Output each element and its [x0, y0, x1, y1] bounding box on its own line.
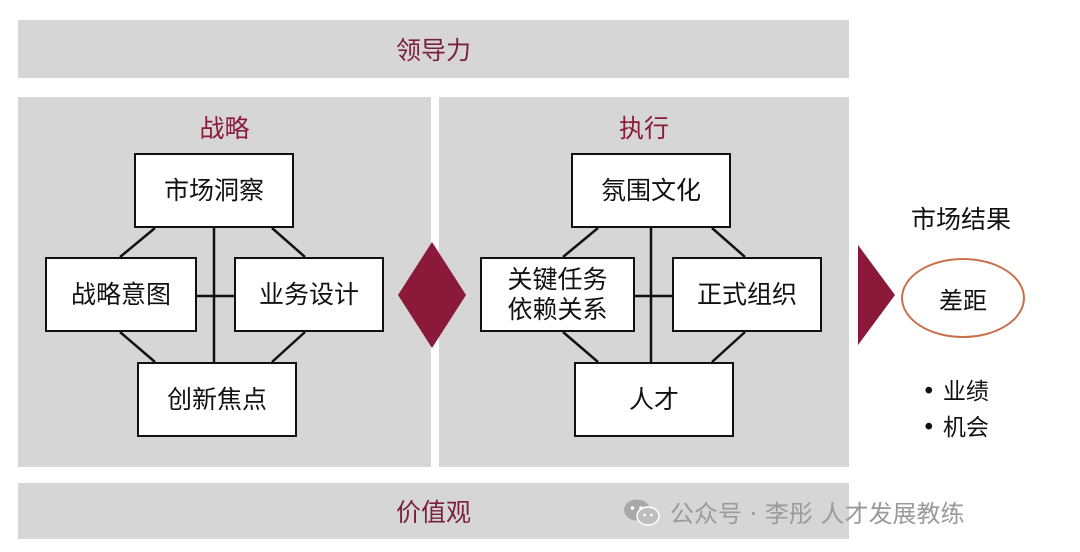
values-label: 价值观: [395, 498, 471, 527]
strategy-title: 战略: [199, 114, 250, 143]
strategic-intent-box: 战略意图: [45, 257, 197, 332]
formal-organization-box: 正式组织: [672, 257, 822, 332]
business-design-box: 业务设计: [234, 257, 384, 332]
business-design-label: 业务设计: [258, 279, 359, 309]
watermark: 公众号 · 李彤 人才发展教练: [622, 494, 965, 529]
execution-line-br: [711, 331, 746, 363]
market-insight-label: 市场洞察: [163, 175, 264, 205]
execution-line-tr: [711, 227, 746, 258]
strategy-line-tr: [271, 227, 306, 258]
talent-box: 人才: [574, 362, 734, 437]
climate-culture-box: 氛围文化: [571, 153, 731, 228]
strategic-intent-label: 战略意图: [70, 279, 171, 309]
watermark-text: 公众号 · 李彤 人才发展教练: [670, 500, 965, 528]
result-arrow: [858, 245, 895, 345]
leadership-band: 领导力: [18, 20, 849, 78]
wechat-icon: [624, 499, 660, 526]
strategy-line-tl: [119, 227, 156, 258]
execution-title: 执行: [618, 114, 669, 143]
bullet-opportunity: • 机会: [922, 415, 989, 441]
innovation-focus-box: 创新焦点: [137, 362, 297, 437]
market-result-title: 市场结果: [911, 205, 1012, 234]
connector-diamond: [398, 242, 466, 348]
critical-tasks-label-line1: 关键任务: [507, 264, 608, 294]
strategy-line-bl: [119, 331, 156, 363]
formal-organization-label: 正式组织: [696, 279, 797, 309]
bullet-performance: • 业绩: [922, 379, 989, 405]
execution-line-tl: [562, 227, 599, 258]
critical-tasks-box: 关键任务 依赖关系: [480, 257, 635, 332]
climate-culture-label: 氛围文化: [600, 175, 701, 205]
gap-oval: 差距: [901, 258, 1025, 338]
leadership-label: 领导力: [395, 36, 471, 65]
gap-label: 差距: [939, 286, 987, 315]
talent-label: 人才: [628, 384, 679, 414]
critical-tasks-label-line2: 依赖关系: [507, 294, 608, 324]
innovation-focus-label: 创新焦点: [166, 384, 267, 414]
values-band: 价值观: [18, 483, 849, 539]
strategy-line-br: [271, 331, 306, 363]
execution-line-bl: [562, 331, 599, 363]
market-insight-box: 市场洞察: [134, 153, 294, 228]
